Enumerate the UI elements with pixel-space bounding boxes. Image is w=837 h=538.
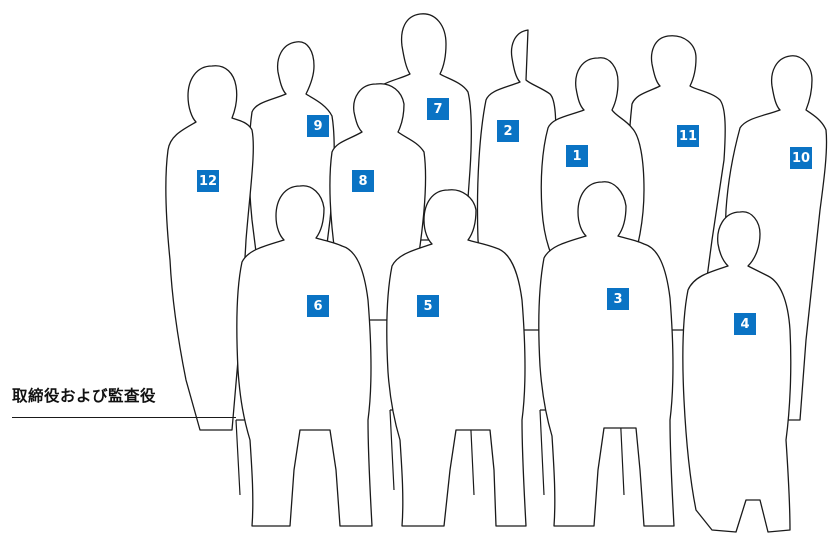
badge-2: 2	[497, 120, 519, 142]
badge-10: 10	[790, 147, 812, 169]
badge-5: 5	[417, 295, 439, 317]
badge-8: 8	[352, 170, 374, 192]
badge-6: 6	[307, 295, 329, 317]
caption-underline	[12, 417, 236, 418]
person-4-silhouette	[682, 211, 792, 533]
badge-12: 12	[197, 170, 219, 192]
section-caption: 取締役および監査役	[12, 387, 157, 405]
person-6-silhouette	[236, 185, 373, 527]
person-12-silhouette	[165, 65, 254, 431]
badge-7: 7	[427, 98, 449, 120]
badge-3: 3	[607, 288, 629, 310]
person-3-silhouette	[538, 181, 675, 527]
badge-9: 9	[307, 115, 329, 137]
badge-1: 1	[566, 145, 588, 167]
person-5-silhouette	[386, 189, 527, 527]
badge-11: 11	[677, 125, 699, 147]
badge-4: 4	[734, 313, 756, 335]
